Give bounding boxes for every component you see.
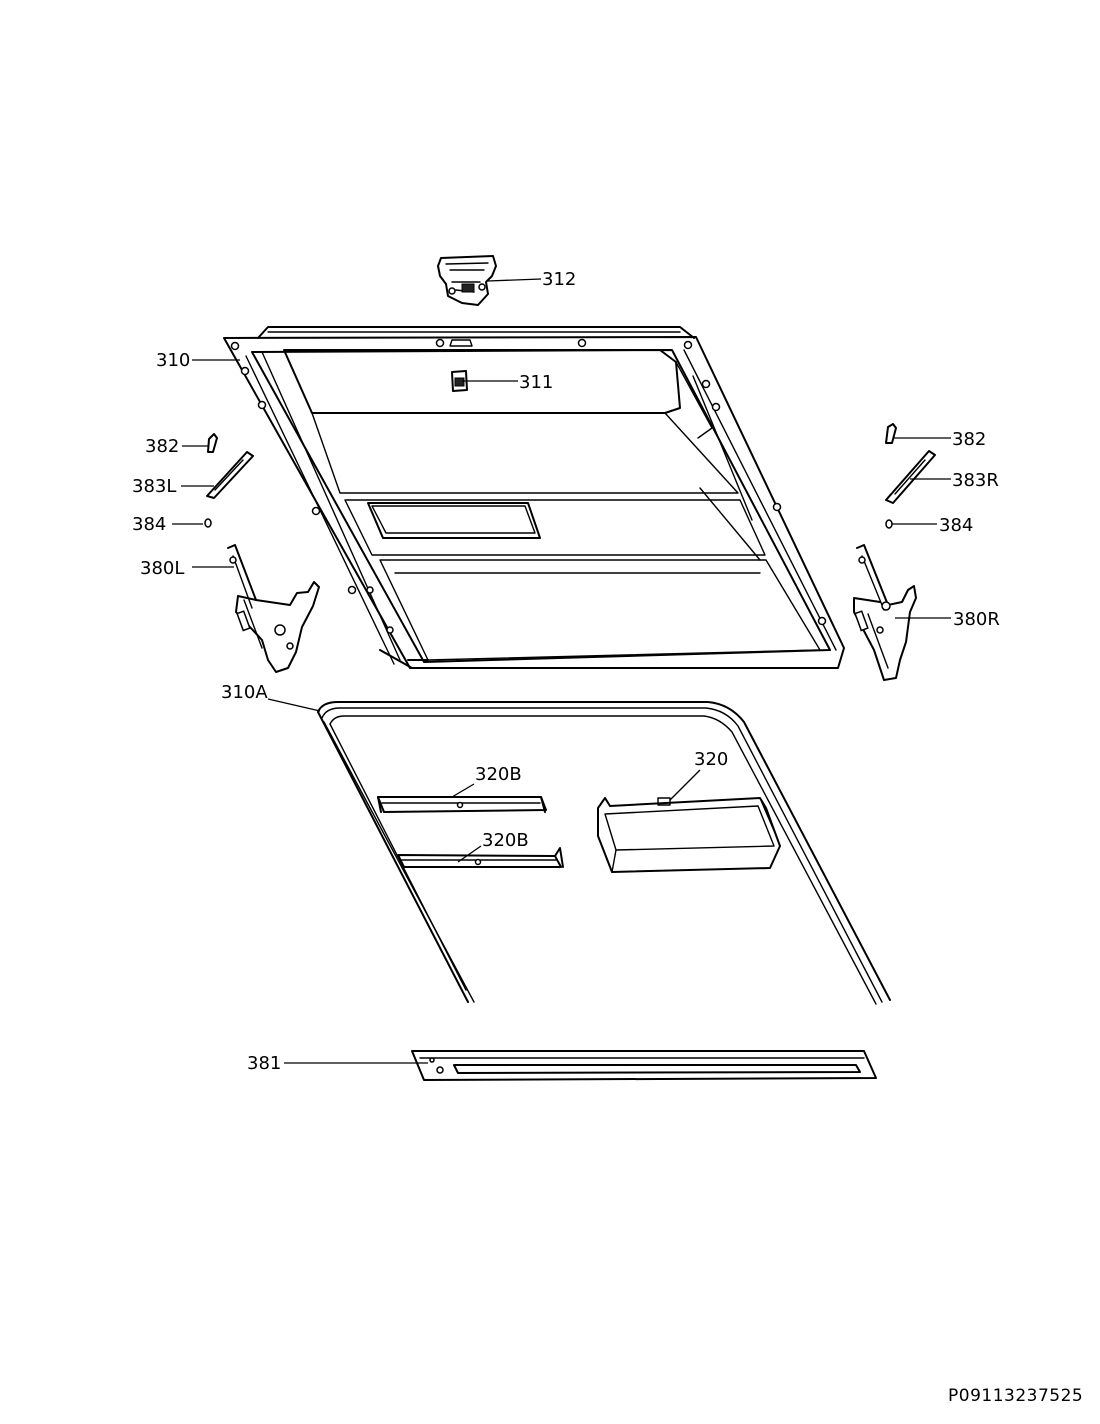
label-312: 312	[542, 269, 576, 290]
part-311-striker	[451, 370, 468, 392]
label-320B-upper: 320B	[475, 764, 522, 785]
part-382-right-spring-clip	[885, 423, 897, 444]
label-384-right: 384	[939, 515, 973, 536]
label-383L: 383L	[132, 476, 176, 497]
part-383R-hinge-arm	[885, 450, 936, 504]
label-381: 381	[247, 1053, 281, 1074]
document-id: P09113237525	[948, 1386, 1083, 1406]
part-380R-hinge-bracket	[853, 544, 917, 681]
part-380L-hinge-bracket	[227, 544, 320, 673]
label-320: 320	[694, 749, 728, 770]
leader-lines	[172, 278, 951, 1064]
part-312-door-lock	[437, 255, 497, 306]
label-382-left: 382	[145, 436, 179, 457]
part-382-left-spring-clip	[207, 433, 218, 453]
label-380R: 380R	[953, 609, 1000, 630]
part-381-bottom-rail	[411, 1050, 877, 1081]
part-310-inner-door	[223, 326, 845, 669]
part-320B-lower-rail	[397, 847, 564, 868]
label-311: 311	[519, 372, 553, 393]
part-320-detergent-housing	[597, 797, 781, 873]
label-310: 310	[156, 350, 190, 371]
label-384-left: 384	[132, 514, 166, 535]
part-384-left-washer	[204, 518, 212, 528]
part-383L-hinge-arm	[206, 451, 254, 499]
label-310A: 310A	[221, 682, 268, 703]
label-382-right: 382	[952, 429, 986, 450]
label-380L: 380L	[140, 558, 184, 579]
part-384-right-washer	[885, 519, 893, 529]
part-labels: 312 310 311 382 383L 384 380L 382 383R 3…	[132, 269, 1000, 1074]
label-320B-lower: 320B	[482, 830, 529, 851]
label-383R: 383R	[952, 470, 999, 491]
part-320B-upper-rail	[377, 796, 547, 813]
